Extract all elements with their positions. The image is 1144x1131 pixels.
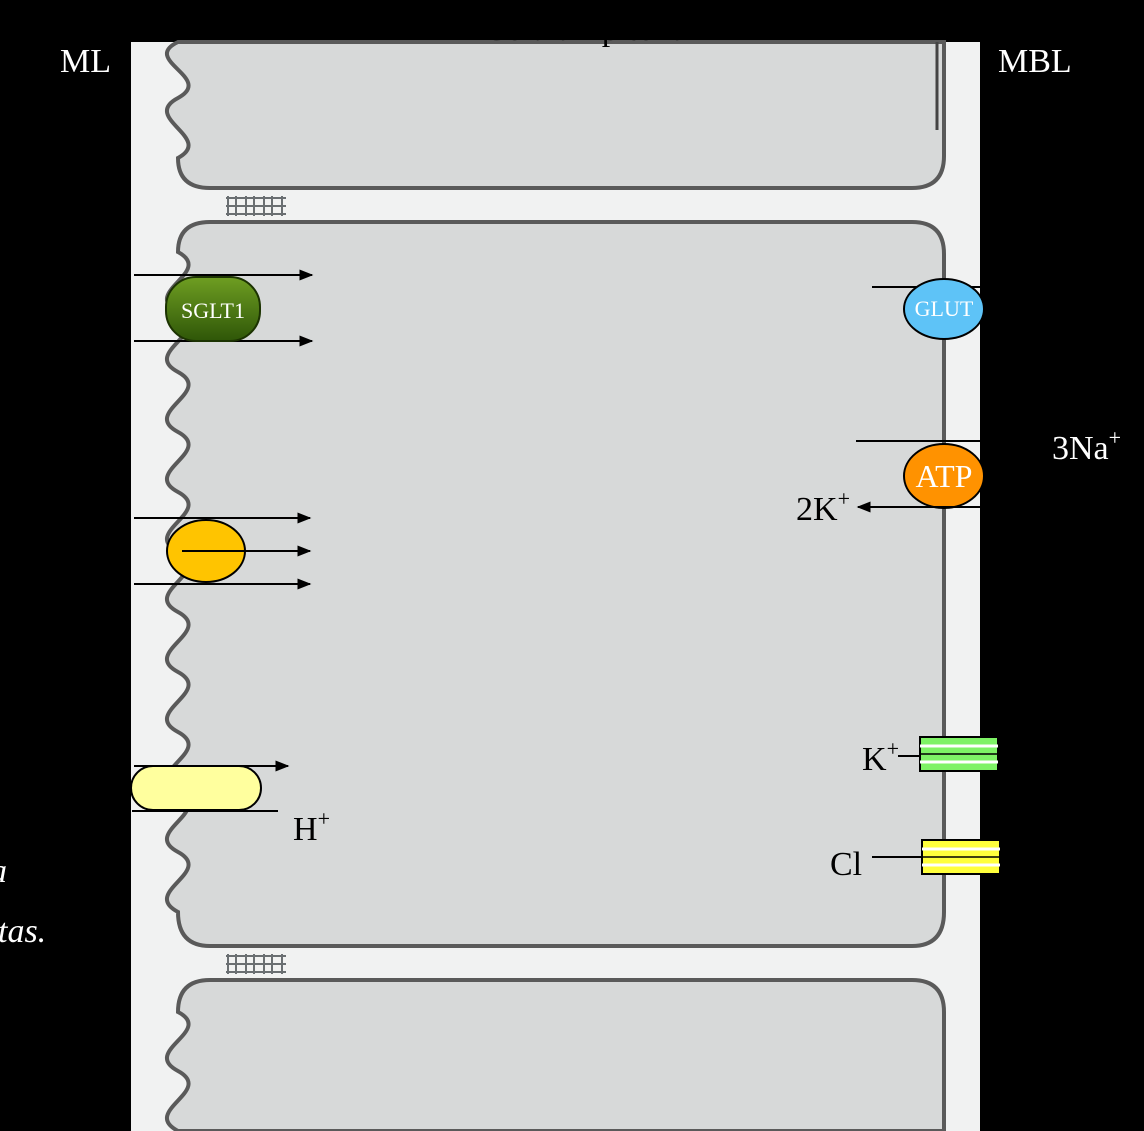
upper-cell	[165, 40, 946, 190]
diagram-title: Célula Epitelial	[484, 11, 696, 48]
main-cell	[165, 220, 946, 948]
glut-label: GLUT	[915, 296, 974, 321]
basolateral-membrane-label: MBL	[998, 43, 1072, 80]
nhe-transporter	[130, 765, 262, 811]
k-channel	[919, 736, 999, 772]
sglt1-label: SGLT1	[181, 298, 245, 323]
glucose-label: Glicose	[2, 329, 106, 366]
atp-label: ATP	[916, 458, 973, 494]
nhe-sodium-label: Na+	[49, 752, 101, 794]
cl-channel-label: Cl	[830, 846, 862, 883]
sodium-3-label: 3Na+	[1052, 425, 1121, 467]
cut-text-line2: tas.	[0, 913, 46, 950]
cut-text-line1: a	[0, 853, 7, 890]
tight-junction-upper	[226, 196, 286, 216]
glut-transporter	[903, 278, 985, 340]
tight-junction-lower	[226, 954, 286, 974]
nkcc-sodium-label: Na+	[72, 502, 124, 544]
nhe-proton-label: H+	[293, 806, 330, 848]
k-channel-label: K+	[862, 736, 899, 778]
galactose-label: Galacto	[2, 403, 108, 440]
sodium-2-label: 2Na+	[25, 260, 94, 302]
nkcc-potassium-label: K+	[73, 534, 110, 576]
lower-cell	[165, 978, 946, 1131]
cl-channel	[921, 839, 1001, 875]
luminal-membrane-label: ML	[60, 43, 111, 80]
sglt1-transporter	[165, 276, 261, 342]
potassium-2-label: 2K+	[796, 486, 850, 528]
nkcc-chloride-label: 2Cl	[72, 571, 121, 608]
